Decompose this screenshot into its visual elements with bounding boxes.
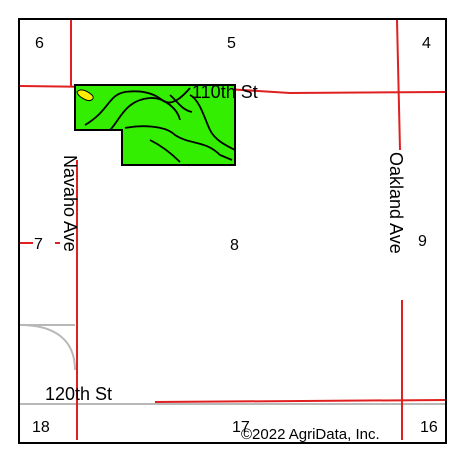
road-label-110th-st: 110th St [192,82,258,102]
section-5: 5 [227,35,236,52]
section-4: 4 [422,35,431,52]
wetland-patch [76,89,94,101]
road-label-120th-st: 120th St [45,384,112,404]
section-17: 17 [232,419,250,436]
section-9: 9 [418,233,427,250]
field-parcel [74,84,236,166]
section-lines [19,324,445,405]
section-6: 6 [35,35,44,52]
road-label-navaho-ave: Navaho Ave [60,155,80,252]
section-16: 16 [420,419,438,436]
copyright-notice: ©2022 AgriData, Inc. [241,426,380,443]
section-labels: 6 5 4 7 8 9 18 17 16 [32,35,438,436]
section-8: 8 [230,237,239,254]
road-label-oakland-ave: Oakland Ave [386,152,406,254]
section-7: 7 [34,236,43,253]
road-labels: 110th St 120th St Navaho Ave Oakland Ave [45,82,406,404]
section-18: 18 [32,419,50,436]
